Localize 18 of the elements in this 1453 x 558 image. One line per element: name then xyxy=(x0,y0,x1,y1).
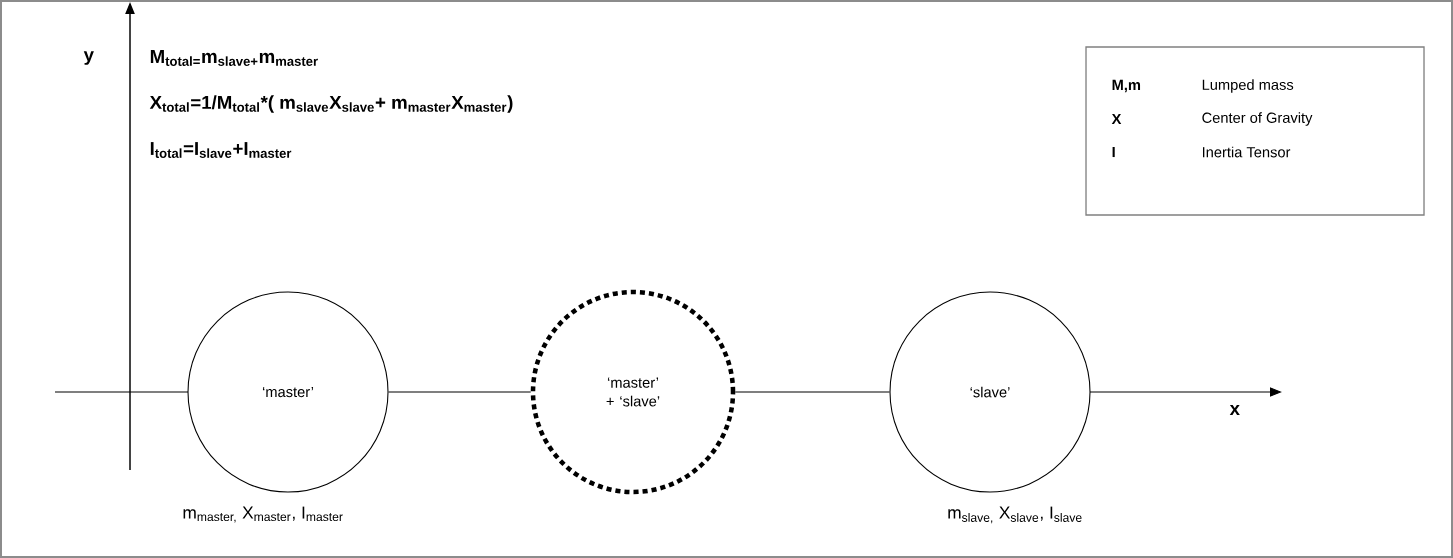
property-label: m$_{master,}$ X$_{master}$, I$_{master}$ xyxy=(183,506,343,523)
legend-symbol: X xyxy=(1111,113,1122,125)
connector-line xyxy=(387,391,532,393)
legend-text: Inertia Tensor xyxy=(1202,146,1291,158)
formula: M$_{total=}$m$_{slave+}$m$_{master}$ xyxy=(150,50,318,66)
circle-node: ‘slave’ xyxy=(889,291,1091,493)
legend-symbol: M,m xyxy=(1112,79,1141,93)
circle-node: ‘master’ + ‘slave’ xyxy=(530,289,736,495)
formula: X$_{total}$=1/M$_{total}$*( m$_{slave}$X$_{slave}$+ m$_{master}$X$_{master}$) xyxy=(149,95,513,113)
formula: I$_{total}$=I$_{slave}$+I$_{master}$ xyxy=(150,142,292,158)
legend-text: Lumped mass xyxy=(1202,79,1294,93)
axis-label: x xyxy=(1229,405,1240,415)
property-label: m$_{slave,}$ X$_{slave}$, I$_{slave}$ xyxy=(948,506,1082,524)
connector-line xyxy=(734,391,891,393)
circle-node: ‘master’ xyxy=(187,291,389,493)
legend-text: Center of Gravity xyxy=(1202,112,1313,126)
axis-label: y xyxy=(83,51,94,65)
legend-symbol: I xyxy=(1112,146,1115,158)
